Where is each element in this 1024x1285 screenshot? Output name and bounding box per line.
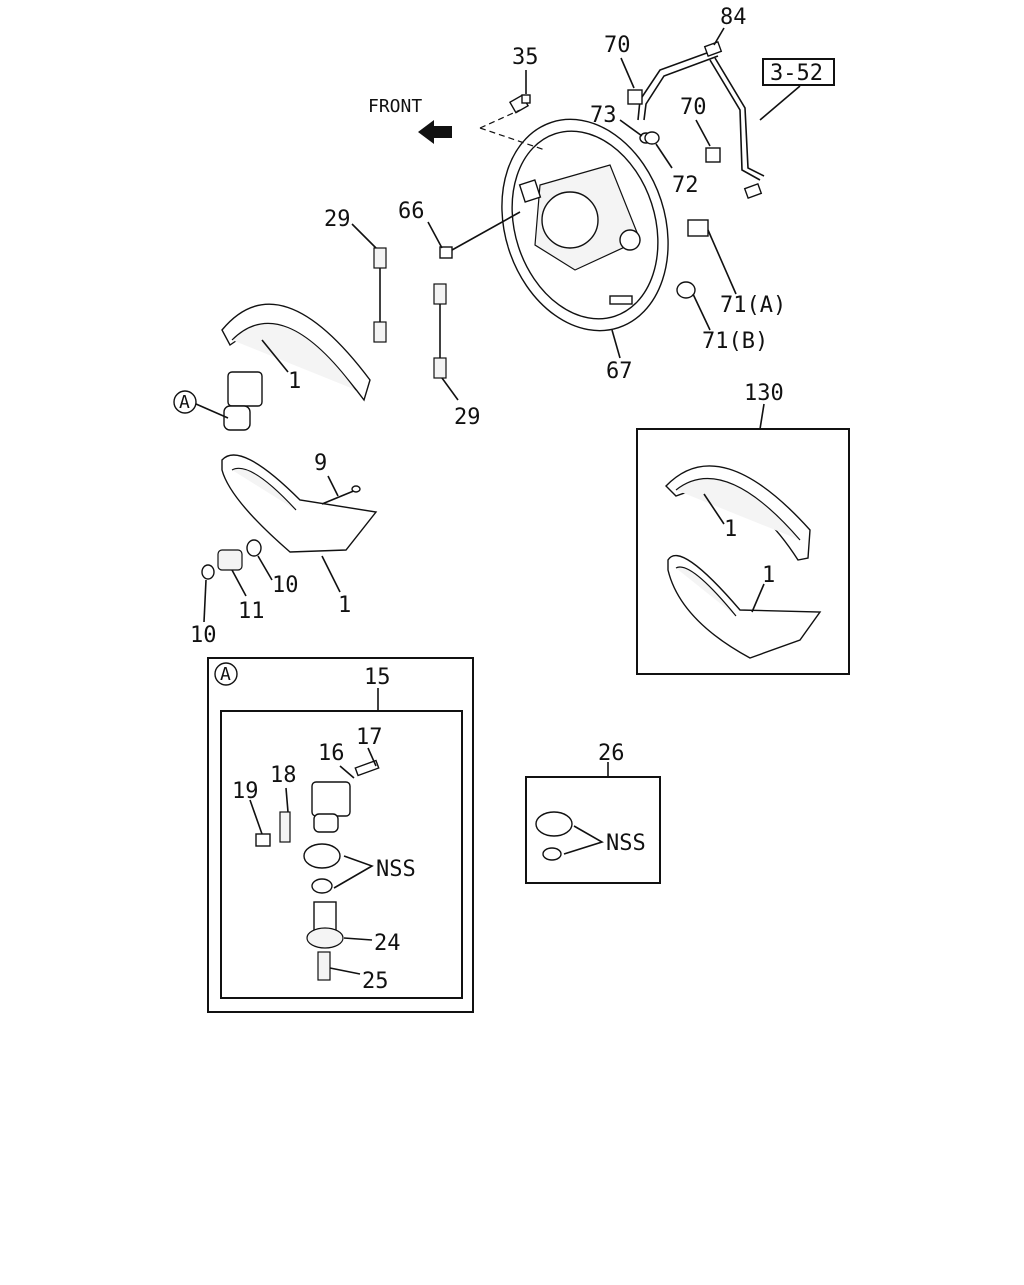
kit-130-box xyxy=(636,403,850,675)
callout-1-kit-lower: 1 xyxy=(762,563,775,588)
washer-10-right xyxy=(246,539,273,581)
callout-15: 15 xyxy=(364,665,391,690)
callout-nss-kit: NSS xyxy=(606,831,646,856)
spring-29-upper xyxy=(351,223,387,343)
callout-19: 19 xyxy=(232,779,259,804)
callout-29-bottom: 29 xyxy=(454,405,481,430)
detail-a-box xyxy=(207,657,474,1013)
plug-71a xyxy=(687,219,737,295)
callout-1-upper: 1 xyxy=(288,369,301,394)
reference-box xyxy=(762,58,835,86)
callout-10-left: 10 xyxy=(190,623,217,648)
clip-70b xyxy=(695,119,721,163)
callout-35: 35 xyxy=(512,45,539,70)
callout-70-right: 70 xyxy=(680,95,707,120)
front-label: FRONT xyxy=(368,96,422,117)
callout-18: 18 xyxy=(270,763,297,788)
reference-box-label: 3-52 xyxy=(770,61,823,86)
bolt-35 xyxy=(479,70,546,151)
brake-pipe xyxy=(637,27,801,199)
callout-73: 73 xyxy=(590,103,617,128)
callout-71b: 71(B) xyxy=(702,329,768,354)
clip-70a xyxy=(620,57,643,105)
callout-29-top: 29 xyxy=(324,207,351,232)
callout-72: 72 xyxy=(672,173,699,198)
front-indicator: FRONT xyxy=(368,96,452,144)
adjuster-assembly: A xyxy=(173,371,263,431)
callout-16: 16 xyxy=(318,741,345,766)
leader-67 xyxy=(611,329,621,359)
callout-67: 67 xyxy=(606,359,633,384)
front-arrow-icon xyxy=(418,120,452,144)
callout-nss-detail: NSS xyxy=(376,857,416,882)
bolt-66 xyxy=(427,211,521,259)
callout-10-right: 10 xyxy=(272,573,299,598)
spring-11 xyxy=(217,549,247,597)
detail-a-circle xyxy=(214,662,238,686)
callout-1-kit-upper: 1 xyxy=(724,517,737,542)
callout-1-lower: 1 xyxy=(338,593,351,618)
callout-71a: 71(A) xyxy=(720,293,786,318)
callout-66: 66 xyxy=(398,199,425,224)
brake-shoe-upper xyxy=(221,303,371,402)
callout-84: 84 xyxy=(720,5,747,30)
fitting-72 xyxy=(644,131,673,169)
backing-plate xyxy=(501,118,669,332)
detail-a-label: A xyxy=(220,664,231,685)
callout-11: 11 xyxy=(238,599,265,624)
callout-70-top: 70 xyxy=(604,33,631,58)
callout-26: 26 xyxy=(598,741,625,766)
brake-shoe-lower xyxy=(221,454,378,593)
plug-71b xyxy=(676,281,711,331)
callout-9: 9 xyxy=(314,451,327,476)
spring-29-lower xyxy=(433,283,459,401)
callout-25: 25 xyxy=(362,969,389,994)
callout-130: 130 xyxy=(744,381,784,406)
callout-17: 17 xyxy=(356,725,383,750)
kit-26-box xyxy=(525,762,661,884)
callout-24: 24 xyxy=(374,931,401,956)
callout-circle-a-label: A xyxy=(179,392,190,413)
pin-9 xyxy=(321,475,361,505)
callout-circle-a xyxy=(173,390,197,414)
washer-10-left xyxy=(201,564,215,623)
